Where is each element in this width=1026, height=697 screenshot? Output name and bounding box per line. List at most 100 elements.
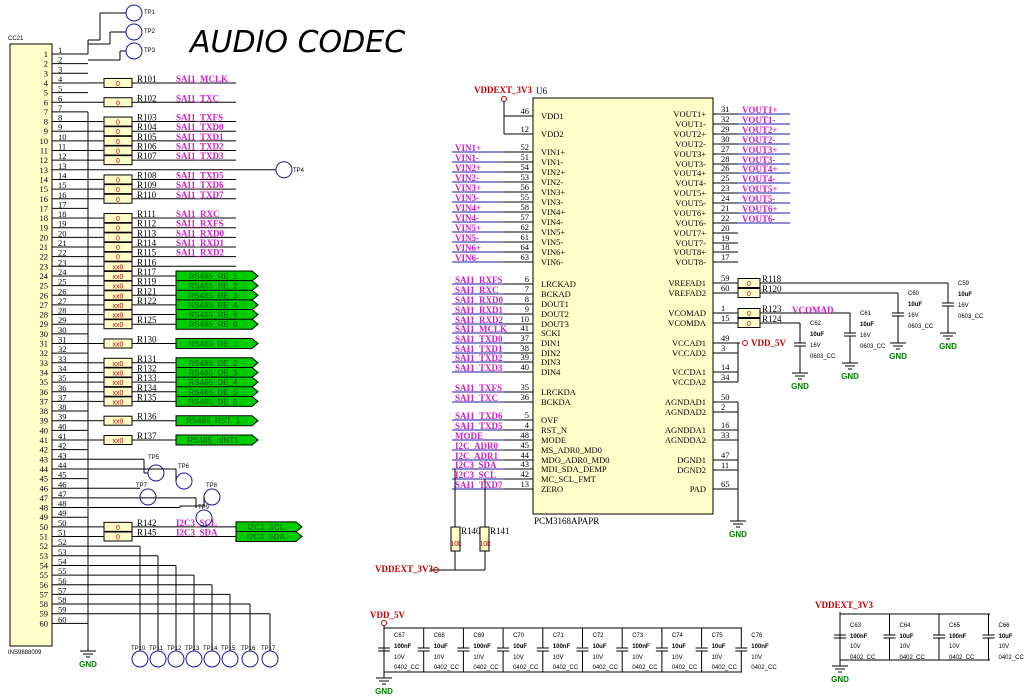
- ic-net-label: VIN2+: [455, 163, 481, 173]
- resistor-value: xx0: [113, 264, 124, 271]
- connector-pin-number: 3: [44, 68, 48, 78]
- resistor-ref: R130: [137, 335, 157, 345]
- ic-pin-name: LRCKAD: [541, 279, 576, 289]
- connector-body: [9, 43, 53, 647]
- cap-ref: C66: [999, 623, 1011, 629]
- testpoint-label: TP5: [148, 455, 160, 461]
- testpoint-icon: [185, 650, 203, 668]
- ic-net-label: SAI1_TXC: [455, 393, 498, 403]
- connector-pin-label: 50: [58, 518, 67, 528]
- ic-pin-name: MDI_SDA_DEMP: [541, 464, 607, 474]
- ic-part: PCM3168APAPR: [534, 516, 599, 526]
- net-flag: [235, 531, 303, 542]
- net-flag: [175, 289, 259, 301]
- ic-net-label: I2C3_SCL: [455, 470, 496, 480]
- net-flag-label: RS485_DE_1: [189, 340, 238, 349]
- testpoint-label: TP16: [241, 646, 256, 652]
- net-label: I2C3_SDA: [176, 528, 218, 538]
- resistor-value: 0: [116, 255, 120, 262]
- cap-voltage: 16V: [908, 313, 919, 319]
- net-flag: [175, 299, 259, 311]
- ic-pin-name: MS_ADR0_MD0: [541, 445, 602, 455]
- resistor-value: 0: [116, 525, 120, 532]
- ic-net-label: VOUT5-: [742, 194, 775, 204]
- ic-net-label: SAI1_RXFS: [455, 275, 503, 285]
- net-flag: [175, 270, 259, 282]
- ic-pin-number: 37: [521, 333, 530, 343]
- ic-pin-name: DOUT2: [541, 309, 569, 319]
- net-flag: [175, 338, 259, 349]
- ic-pin-name: DGND1: [677, 455, 706, 465]
- connector-pin-number: 30: [40, 329, 49, 339]
- gnd-label: GND: [729, 530, 747, 539]
- ic-pin-number: 63: [521, 252, 530, 262]
- connector-pin-label: 45: [58, 470, 67, 480]
- connector-pin-number: 19: [40, 223, 49, 233]
- ic-pin-name: PAD: [690, 484, 706, 494]
- bank3v3-supply-label: VDDEXT_3V3: [815, 600, 874, 610]
- ic-net-label: VOUT5+: [742, 184, 777, 194]
- testpoint-icon: [195, 509, 213, 527]
- connector-pin-number: 32: [40, 348, 49, 358]
- connector-pin-label: 8: [58, 113, 62, 123]
- connector-pin-label: 11: [58, 142, 66, 152]
- connector-pin-number: 27: [40, 300, 49, 310]
- cap-ref: C64: [900, 623, 912, 629]
- resistor-ref: R103: [137, 113, 157, 123]
- net-flag-label: RS485_DE_3: [189, 368, 238, 377]
- resistor-value: xx0: [113, 342, 124, 349]
- ic-pin-number: 35: [521, 382, 530, 392]
- ic-pin-name: ZERO: [541, 484, 563, 494]
- ic-net-label: VIN3-: [455, 193, 479, 203]
- net-flag-label: RS485_DE_4: [189, 378, 238, 387]
- resistor-value: 0: [116, 100, 120, 107]
- resistor-value: 0: [116, 226, 120, 233]
- ic-pin-name: AGNDAD2: [665, 407, 706, 417]
- ic-pin-name: VIN5-: [541, 237, 563, 247]
- cap-voltage: 10V: [850, 644, 861, 650]
- connector-pin-label: 28: [58, 306, 67, 316]
- ic-pin-name: VIN6-: [541, 257, 563, 267]
- ic-ref: U6: [536, 86, 547, 96]
- connector-pin-number: 40: [40, 425, 49, 435]
- testpoint-icon: [167, 650, 185, 668]
- resistor-value: xx0: [113, 274, 124, 281]
- ic-net-label: SAI1_MCLK: [455, 324, 507, 334]
- cap-voltage: 10V: [672, 655, 683, 661]
- ic-pin-number: 65: [721, 479, 730, 489]
- ic-pin-name: VIN4-: [541, 217, 563, 227]
- ic-net-label: VOUT6-: [742, 214, 775, 224]
- resistor-ref: R136: [137, 412, 157, 422]
- connector-pin-number: 21: [40, 242, 49, 252]
- connector-pin-label: 36: [58, 383, 67, 393]
- cap-voltage: 10V: [712, 655, 723, 661]
- connector-pin-label: 47: [58, 489, 67, 499]
- cap-voltage: 10V: [434, 655, 445, 661]
- ic-pin-number: 59: [721, 273, 730, 283]
- net-label: SAI1_RXC: [176, 209, 220, 219]
- cap-package: 0402_CC: [593, 665, 619, 671]
- ic-pin-number: 61: [521, 232, 530, 242]
- resistor-ref: R117: [137, 267, 157, 277]
- testpoint-icon: [203, 488, 221, 506]
- ic-pin-number: 13: [521, 479, 530, 489]
- ic-pin-number: 40: [521, 362, 530, 372]
- decoupling-banks: VDD_5VGNDC67100nF10V0402_CCC6810uF10V040…: [370, 600, 1025, 696]
- resistor-value: 0: [116, 235, 120, 242]
- connector-pin-label: 2: [58, 55, 62, 65]
- ic-net-label: VIN1-: [455, 153, 479, 163]
- resistor-ref: R110: [137, 190, 157, 200]
- ic-net-label: SAI1_TXD5: [455, 421, 503, 431]
- testpoint-label: TP7: [136, 483, 148, 489]
- testpoint-label: TP9: [198, 505, 210, 511]
- ic-pin-number: 23: [721, 183, 730, 193]
- ic-net-label: SAI1_RXD2: [455, 315, 504, 325]
- cap-ref: C60: [908, 291, 920, 297]
- resistor-ref: R134: [137, 383, 157, 393]
- resistor-ref: R108: [137, 170, 157, 180]
- net-flag-label: RS485_DE_6: [189, 397, 238, 406]
- connector-pin-number: 17: [40, 203, 49, 213]
- connector-pin-label: 26: [58, 286, 67, 296]
- connector-pin-label: 51: [58, 528, 67, 538]
- testpoint-label: TP3: [144, 48, 156, 54]
